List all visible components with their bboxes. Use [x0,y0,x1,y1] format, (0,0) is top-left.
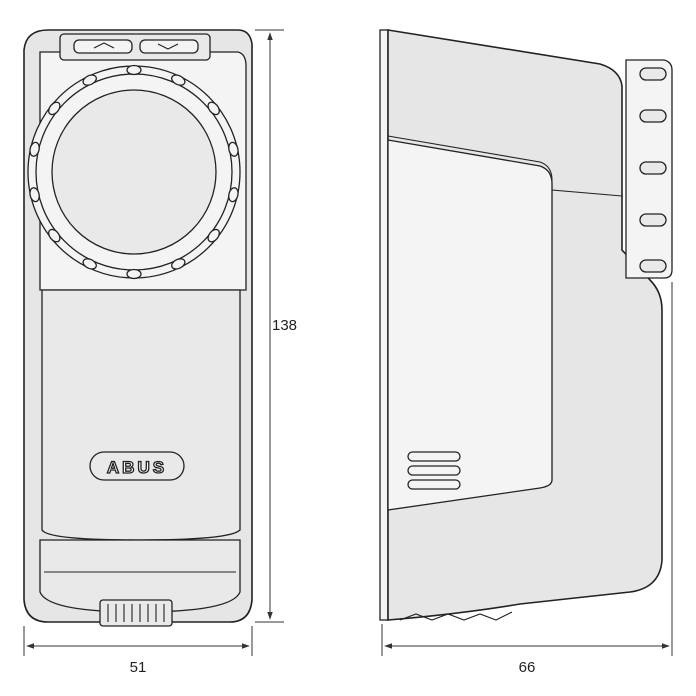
knob-grip [171,258,186,270]
knob-grip [82,74,97,86]
knob-grip [207,228,220,243]
knob-grip [207,101,220,116]
knob-grip [29,187,40,203]
knob-grip [29,141,40,157]
brand-logo-text: ABUS [107,458,167,477]
knob-grip [48,101,61,116]
knob-grip [171,74,186,86]
bottom-cylinder-knob [99,599,173,627]
knob-grip [82,258,97,270]
knob-grip [126,64,142,76]
side-mount-plate [379,29,389,621]
knob-grip-ring [29,64,239,280]
arrow-down-icon [157,43,179,50]
arrow-up-icon [93,42,115,49]
knob-grip [228,141,239,157]
knob-grip [48,228,61,243]
width-dimension-label: 51 [130,659,147,676]
knob-grip [126,268,142,280]
side-bottom-grip [399,611,513,621]
height-dimension-label: 138 [272,317,297,334]
depth-dimension-label: 66 [519,659,536,676]
side-view [379,29,673,621]
side-panel [387,139,553,511]
front-view: ABUS [23,29,253,627]
knob-face [51,89,217,255]
front-lower-panel [41,289,241,541]
cylinder-knurl [107,604,165,622]
logo-plate [89,451,185,481]
vent-slots [407,451,461,490]
knob-grip [228,187,239,203]
dimension-lines: 138 51 66 [23,29,673,676]
button-right [139,39,199,54]
button-left [73,39,133,54]
bracket-slots [639,67,667,273]
